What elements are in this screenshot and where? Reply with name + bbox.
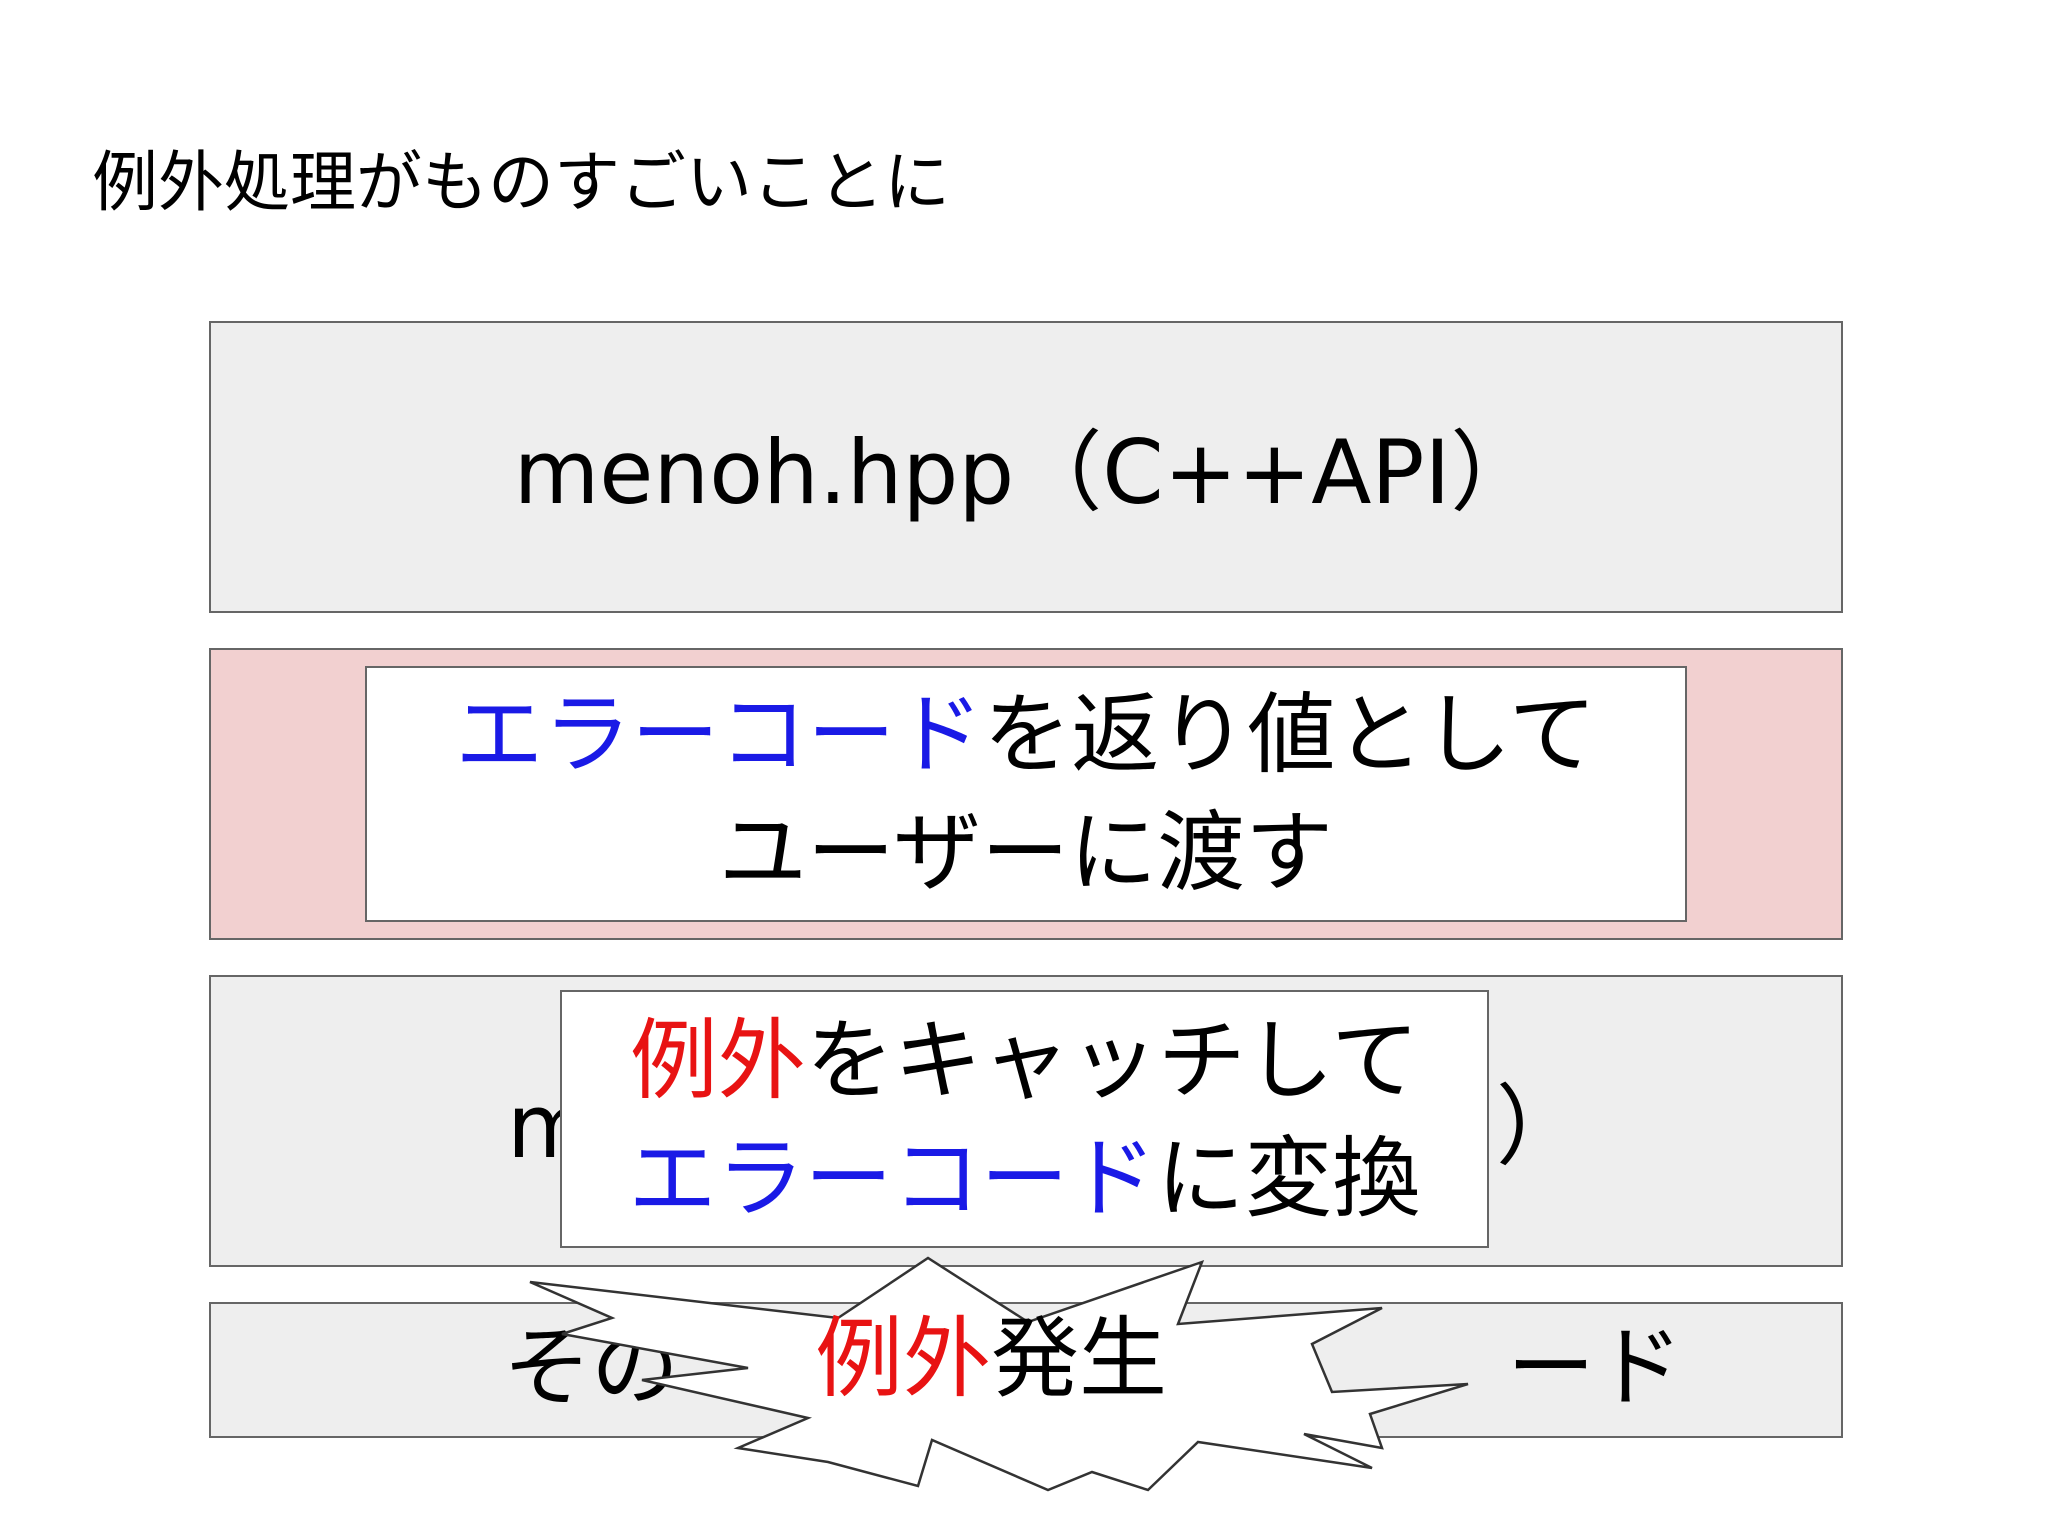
error-code-term: エラーコード (628, 1127, 1157, 1230)
layer-cpp-api-label: menoh.hpp（C++API） (513, 421, 1539, 524)
callout-catch-exception: 例外をキャッチして エラーコードに変換 (560, 990, 1489, 1248)
layer-cpp-api: menoh.hpp（C++API） (209, 321, 1843, 613)
callout-return-line2: ユーザーに渡す (718, 801, 1334, 904)
catch-line2-rest: に変換 (1156, 1127, 1421, 1230)
callout-catch-line2: エラーコードに変換 (562, 1120, 1487, 1238)
layer-c-api-tail: ） (1496, 1075, 1585, 1178)
callout-return-line1: エラーコードを返り値として (367, 676, 1685, 794)
catch-line1-rest: をキャッチして (805, 1009, 1420, 1112)
layer-other-tail: ード (1507, 1316, 1684, 1419)
exception-term: 例外 (629, 1009, 806, 1112)
callout-catch-line1: 例外をキャッチして (562, 1002, 1487, 1120)
exception-burst-label: 例外発生 (815, 1315, 1167, 1403)
error-code-term: エラーコード (455, 683, 984, 786)
return-line1-rest: を返り値として (983, 683, 1597, 786)
slide-title: 例外処理がものすごいことに (92, 144, 950, 221)
callout-return-error-code: エラーコードを返り値として ユーザーに渡す (365, 666, 1687, 922)
burst-rest: 発生 (991, 1307, 1168, 1410)
exception-term: 例外 (815, 1307, 992, 1410)
burst-polygon (529, 1256, 1469, 1492)
